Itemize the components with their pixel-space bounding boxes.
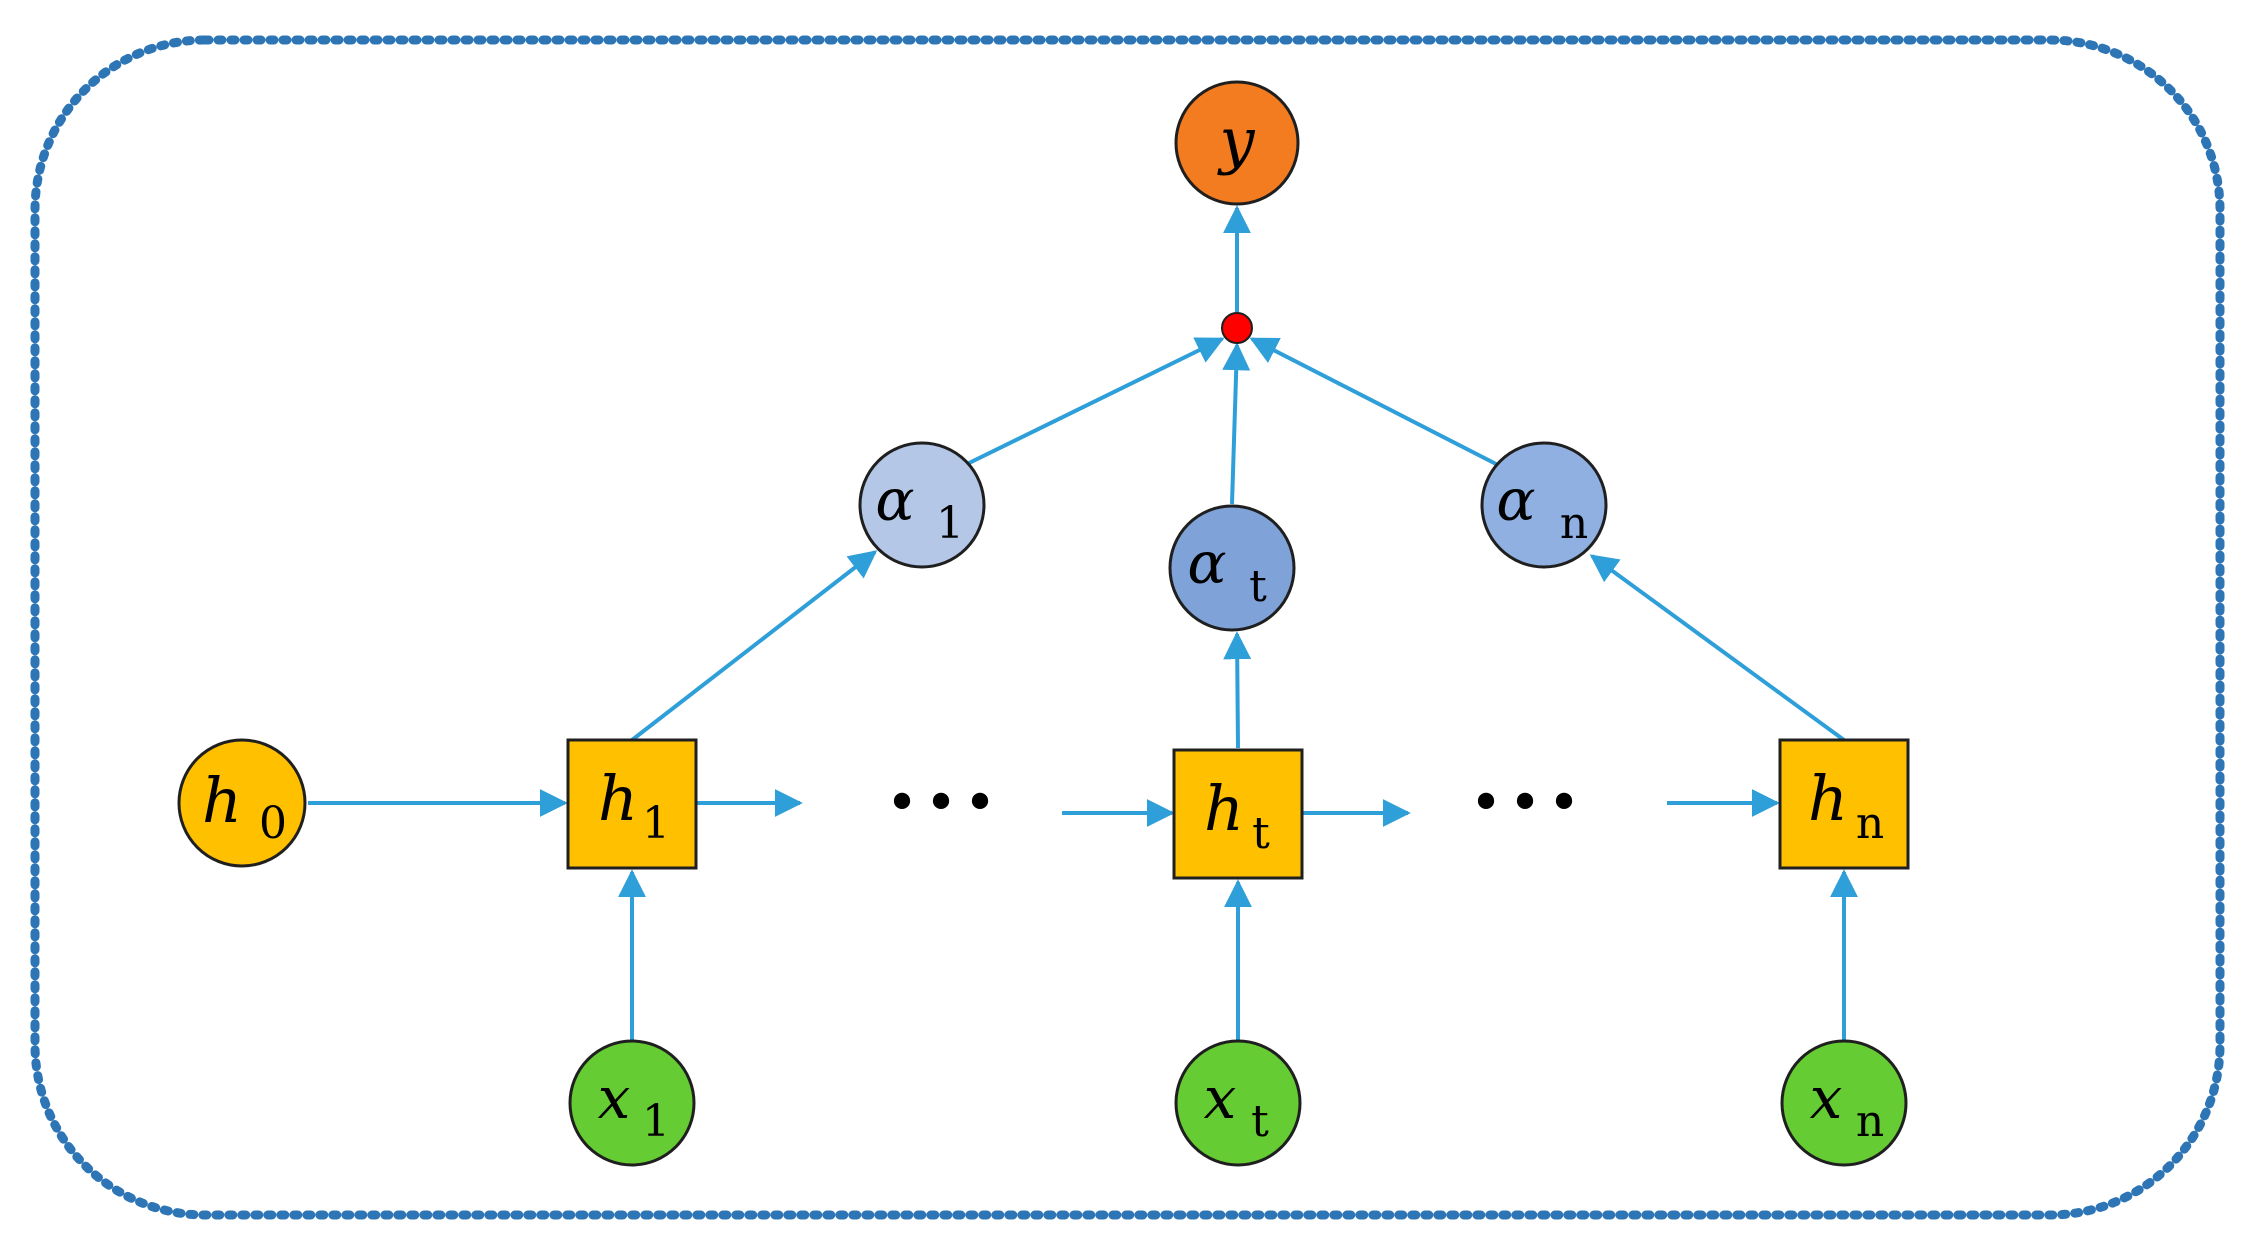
node-h1: h 1 (566, 738, 698, 870)
node-alpha-1-sub: 1 (936, 498, 964, 549)
node-alpha-t: α t (1168, 504, 1296, 632)
node-alpha-t-sub: t (1249, 561, 1267, 612)
edge-alphat-merge (1222, 342, 1251, 505)
node-alpha-n: α n (1480, 441, 1608, 569)
node-alpha-n-sub: n (1560, 498, 1588, 549)
node-h0: h 0 (177, 738, 307, 868)
node-y: y (1174, 80, 1300, 206)
edge-hn-alphan (1589, 554, 1846, 742)
node-y-label: y (1216, 104, 1255, 177)
merge-dot (1221, 312, 1253, 344)
node-hn-base: h (1808, 762, 1848, 835)
node-xn-base: x (1810, 1064, 1843, 1132)
node-x1: x 1 (568, 1039, 696, 1167)
node-x1-sub: 1 (642, 1096, 670, 1147)
ellipsis-left: ••• (885, 771, 1002, 836)
node-xt-sub: t (1251, 1096, 1269, 1147)
edge-h1-alpha1 (630, 550, 878, 742)
node-hn-sub: n (1856, 798, 1884, 849)
edge-ht-alphat (1223, 631, 1252, 749)
node-xn-sub: n (1856, 1096, 1884, 1147)
node-ht-base: h (1204, 772, 1244, 845)
node-xt: x t (1174, 1039, 1302, 1167)
node-xt-base: x (1204, 1064, 1237, 1132)
edge-alphan-merge (1249, 337, 1499, 467)
edges (308, 205, 1858, 1040)
node-alpha-1: α 1 (858, 441, 986, 569)
node-x1-base: x (598, 1064, 631, 1132)
node-ht: h t (1172, 748, 1304, 880)
ellipsis-right: ••• (1469, 771, 1586, 836)
node-h1-sub: 1 (642, 798, 670, 849)
edge-alpha1-merge (964, 337, 1225, 467)
node-ht-sub: t (1252, 808, 1270, 859)
dotted-frame (30, 35, 2225, 1220)
node-alpha-n-base: α (1496, 466, 1535, 534)
node-xn: x n (1780, 1039, 1908, 1167)
node-h0-base: h (202, 764, 242, 837)
node-alpha-1-base: α (875, 466, 914, 534)
node-hn: h n (1778, 738, 1910, 870)
node-h0-sub: 0 (259, 798, 287, 849)
node-alpha-t-base: α (1187, 529, 1226, 597)
node-h1-base: h (598, 762, 638, 835)
